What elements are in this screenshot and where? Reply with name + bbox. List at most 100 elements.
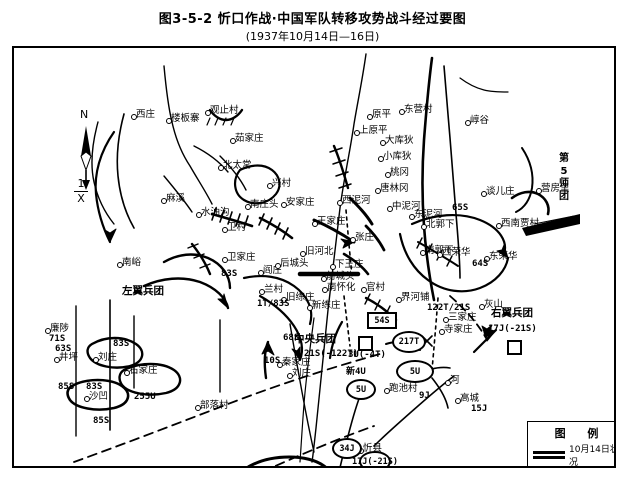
left-wing-corps-label: 左翼兵团 xyxy=(122,285,164,297)
village-dot xyxy=(384,388,390,394)
place-label: 东营村 xyxy=(404,104,433,115)
place-label: 桃冈 xyxy=(390,167,410,178)
village-dot xyxy=(421,224,427,230)
place-label: 中泥河 xyxy=(392,201,421,212)
place-label: 北郭下 xyxy=(426,219,455,230)
place-label: 井坪 xyxy=(59,352,79,363)
unit-label: 1T/83S xyxy=(257,299,290,309)
village-dot xyxy=(337,200,343,206)
unit-label: 17J(-21S) xyxy=(488,324,537,334)
place-label: 官村 xyxy=(366,282,386,293)
unit-label: 15J xyxy=(471,404,488,414)
village-dot xyxy=(205,110,211,116)
village-dot xyxy=(245,204,251,210)
village-dot xyxy=(287,373,293,379)
place-label: 安家庄 xyxy=(286,197,315,208)
place-label: 张庄 xyxy=(355,232,375,243)
place-label: 部落村 xyxy=(200,400,229,411)
village-dot xyxy=(437,252,443,258)
place-label: 西荣华 xyxy=(442,247,471,258)
unit-label: 85S xyxy=(58,382,75,392)
central-corps-label: 中央兵团 xyxy=(294,333,336,345)
legend-box: 图 例 10月14日状况 10月15日状况 xyxy=(527,421,616,468)
unit-label: 71S xyxy=(49,334,66,344)
village-dot xyxy=(321,276,327,282)
village-dot xyxy=(131,114,137,120)
scale-denominator: X xyxy=(77,191,85,205)
village-dot xyxy=(378,156,384,162)
place-label: 西南贾村 xyxy=(501,218,540,229)
place-label: 沙凹 xyxy=(89,391,109,402)
village-dot xyxy=(481,191,487,197)
village-dot xyxy=(479,304,485,310)
village-dot xyxy=(281,202,287,208)
place-label: 旧河北 xyxy=(305,246,334,257)
place-label: 石家庄 xyxy=(129,365,158,376)
place-label: 河 xyxy=(450,375,460,386)
village-dot xyxy=(350,237,356,243)
unit-label: 255U xyxy=(134,392,156,402)
village-dot xyxy=(84,396,90,402)
unit-label: 122T/21S xyxy=(427,303,471,313)
place-label: 阎庄 xyxy=(263,265,283,276)
division-char-3: 师 xyxy=(559,178,569,189)
village-dot xyxy=(322,287,328,293)
village-dot xyxy=(409,214,415,220)
village-dot xyxy=(45,328,51,334)
place-label: 观止村 xyxy=(210,105,239,116)
place-label: 旧练庄 xyxy=(286,292,315,303)
place-label: 南庄头 xyxy=(250,199,279,210)
unit-label: 3U(-4T) xyxy=(348,350,386,360)
village-dot xyxy=(196,212,202,218)
unit-label: 63S xyxy=(55,344,72,354)
place-label: 上原平 xyxy=(359,125,388,136)
place-label: 刘庄 xyxy=(292,368,312,379)
place-label: 兰村 xyxy=(264,284,284,295)
place-label: 西庄 xyxy=(136,109,156,120)
place-label: 高城 xyxy=(460,393,480,404)
place-label: 西泥河 xyxy=(342,195,371,206)
division-char-2: 5 xyxy=(560,165,568,177)
fifth-division-label: 第 5 师 团 xyxy=(557,153,571,203)
compass-rose: N xyxy=(66,108,110,208)
unit-label: 9J xyxy=(419,391,430,401)
legend-label-oct14: 10月14日状况 xyxy=(569,445,616,468)
unit-marker-box-right xyxy=(507,340,522,355)
place-label: 兴村 xyxy=(272,178,292,189)
place-label: 三家庄 xyxy=(448,312,477,323)
village-dot xyxy=(536,188,542,194)
village-dot xyxy=(195,405,201,411)
unit-label: 65S xyxy=(452,203,469,213)
unit-label: 85S xyxy=(93,416,110,426)
scale-ratio: 1 X xyxy=(74,178,88,204)
village-dot xyxy=(259,289,265,295)
place-label: 麻溪 xyxy=(166,193,186,204)
village-dot xyxy=(496,223,502,229)
village-dot xyxy=(367,114,373,120)
village-dot xyxy=(117,262,123,268)
unit-marker-5U-north: 5U xyxy=(346,379,376,400)
place-label: 东泥河 xyxy=(414,209,443,220)
village-dot xyxy=(277,362,283,368)
unit-label: 21S(-122T) xyxy=(304,349,359,359)
place-label: 灰山 xyxy=(484,299,504,310)
place-label: 营房里 xyxy=(541,183,570,194)
place-label: 茹家庄 xyxy=(235,133,264,144)
village-dot xyxy=(222,257,228,263)
right-wing-corps-label: 右翼兵团 xyxy=(491,307,533,319)
village-dot xyxy=(307,305,313,311)
place-label: 刘庄 xyxy=(98,352,118,363)
place-label: 王家庄 xyxy=(317,216,346,227)
village-dot xyxy=(300,251,306,257)
unit-label: 68S xyxy=(283,333,300,343)
legend-heading: 图 例 xyxy=(554,427,608,440)
unit-label: 新4U xyxy=(346,367,366,377)
legend-symbol-oct14 xyxy=(533,450,565,460)
place-label: 前城头 xyxy=(326,271,355,282)
village-dot xyxy=(443,317,449,323)
place-label: 水油沟 xyxy=(201,207,230,218)
map-frame: N 1 X 左翼兵团 中央兵团 右翼兵团 第 5 师 团 西庄楼板寨观止村茹家庄… xyxy=(12,46,616,468)
place-label: 南怀化 xyxy=(327,282,356,293)
village-dot xyxy=(354,130,360,136)
